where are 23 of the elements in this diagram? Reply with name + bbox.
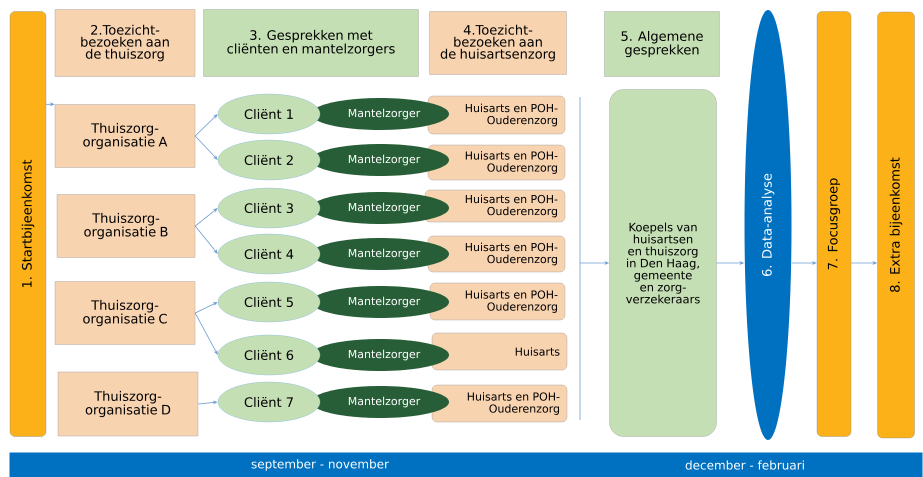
practitioner-box: Huisarts en POH- Ouderenzorg	[430, 282, 566, 320]
practitioner-box: Huisarts en POH- Ouderenzorg	[424, 190, 566, 222]
stakeholder-box: Koepels van huisartsen en thuiszorg in Den Haag, gemeente en zorg- verzekeraars	[609, 89, 717, 437]
activity-box: 2.Toezicht- bezoeken aan de thuiszorg	[54, 9, 196, 77]
phase-bar: 1. Startbijeenkomst	[10, 11, 46, 437]
activity-box: 4.Toezicht- bezoeken aan de huisartsenzorg	[429, 11, 567, 75]
arrow	[194, 226, 218, 254]
activity-box: 5. Algemene gesprekken	[604, 11, 720, 77]
phase-bar: 7. Focusgroep	[816, 11, 852, 437]
period-label: september - november	[252, 459, 389, 471]
practitioner-box: Huisarts	[432, 332, 568, 370]
timeline-band	[10, 452, 922, 477]
practitioner-box: Huisarts en POH- Ouderenzorg	[432, 384, 568, 422]
phase-bar: 8. Extra bijeenkomst	[877, 12, 915, 438]
activity-box: 3. Gesprekken met cliënten en mantelzorgers	[203, 9, 419, 77]
period-label: december - februari	[686, 460, 804, 470]
activity-box: Thuiszorg- organisatie D	[58, 372, 198, 436]
activity-box: Thuiszorg- organisatie C	[54, 281, 196, 345]
activity-box: Thuiszorg- organisatie B	[56, 194, 196, 258]
activity-box: Thuiszorg- organisatie A	[54, 104, 196, 168]
practitioner-box: Huisarts en POH- Ouderenzorg	[428, 144, 566, 180]
practitioner-box: Huisarts en POH- Ouderenzorg	[428, 96, 566, 134]
practitioner-box: Huisarts en POH- Ouderenzorg	[428, 236, 566, 272]
